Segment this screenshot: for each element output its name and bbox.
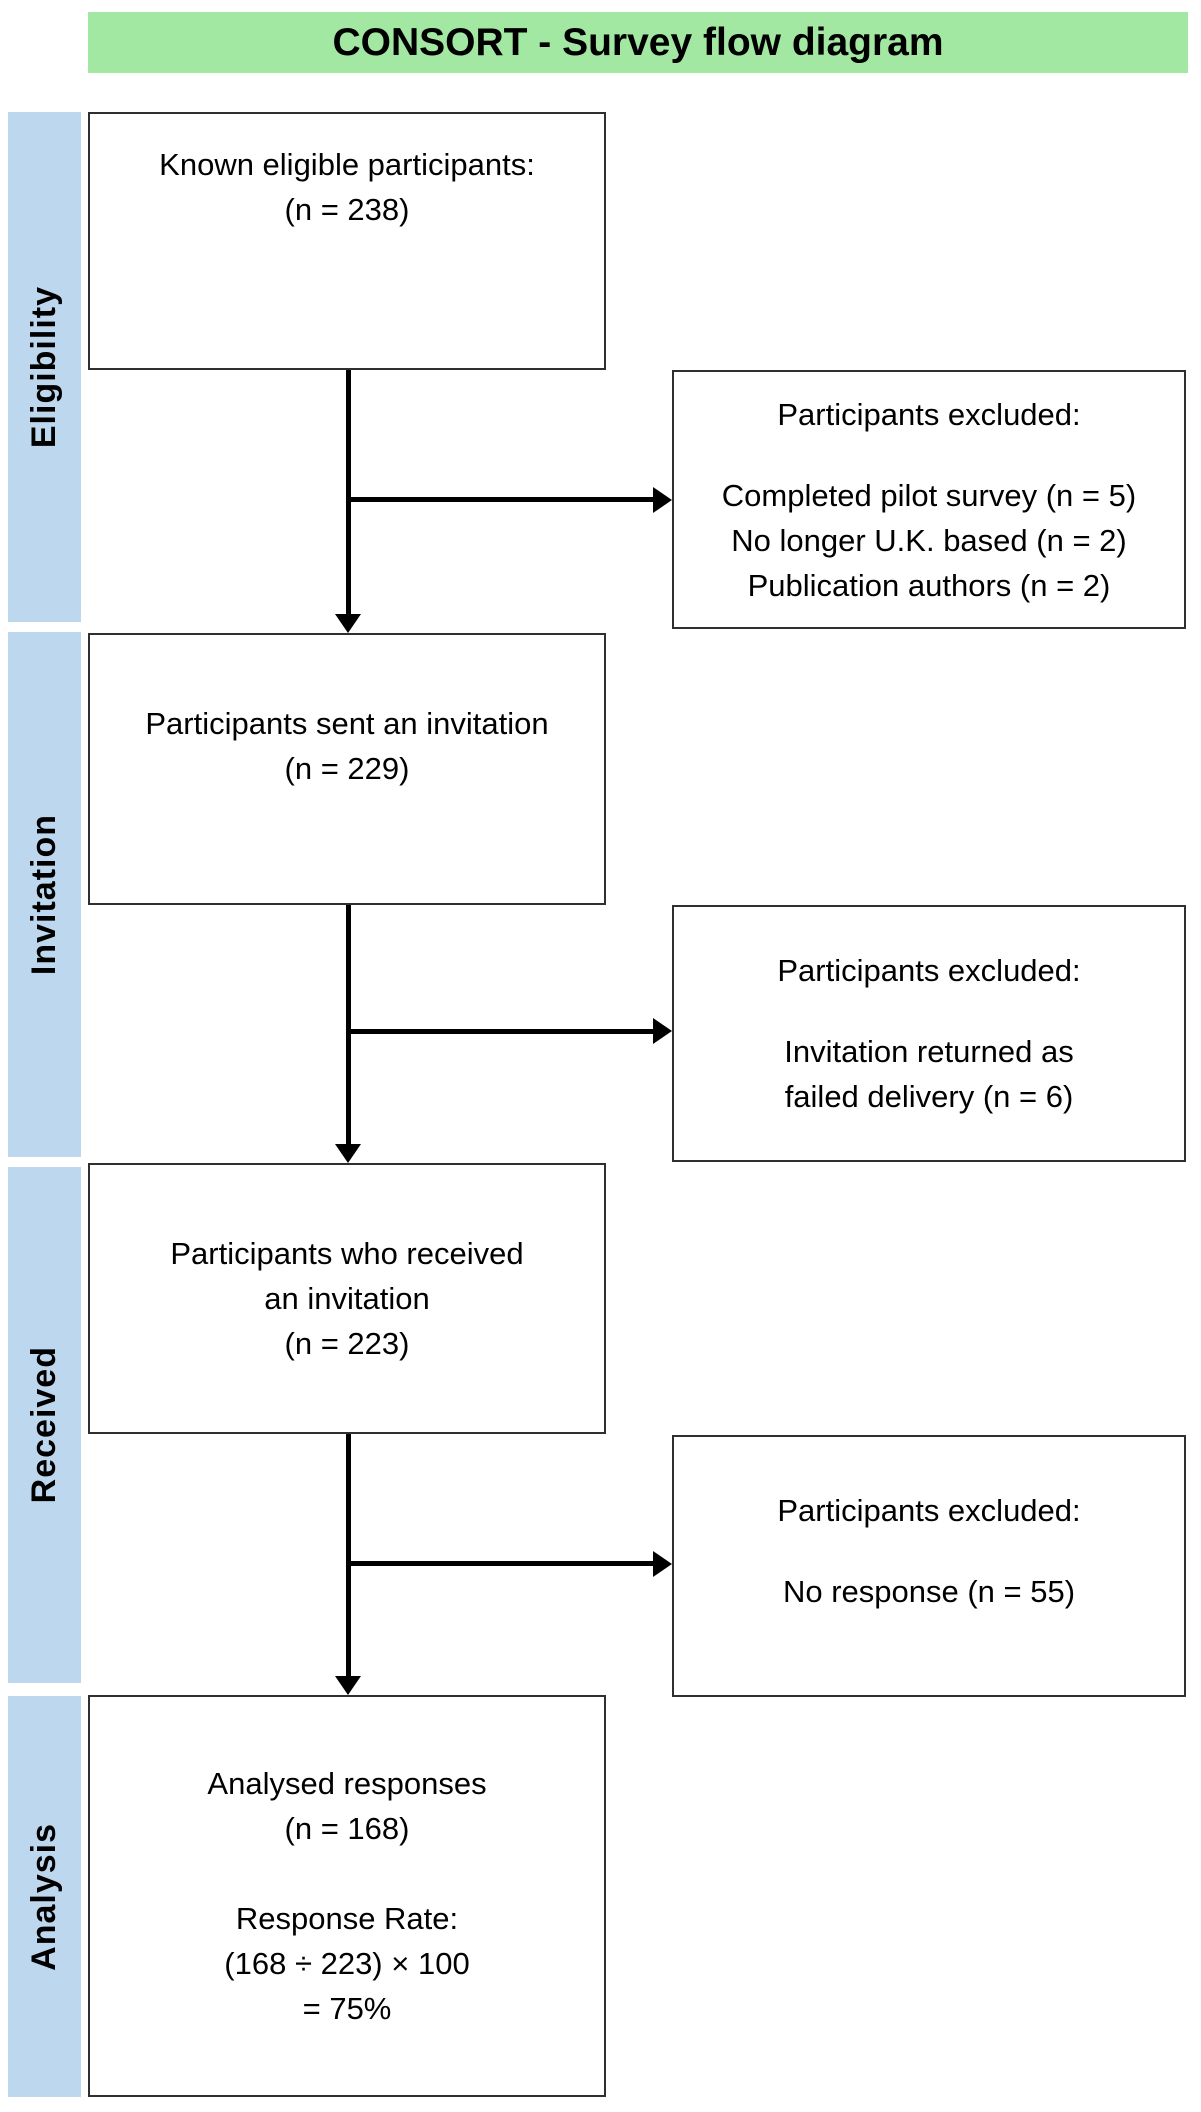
stage-label-invitation: Invitation	[25, 813, 63, 976]
stage-band-invitation: Invitation	[8, 632, 81, 1157]
flow-box-sent-invitation: Participants sent an invitation (n = 229…	[88, 633, 606, 905]
flow-box-line: Response Rate:	[235, 1901, 459, 1936]
flow-box-line: (n = 229)	[284, 751, 410, 786]
exclusion-line: Publication authors (n = 2)	[747, 567, 1111, 603]
exclusion-box-received: Participants excluded: No response (n = …	[672, 1435, 1186, 1697]
arrowhead-right-icon	[653, 487, 672, 513]
flow-box-line: Known eligible participants:	[159, 147, 535, 182]
stage-label-received: Received	[25, 1346, 63, 1504]
flow-arrow-down-1	[346, 370, 351, 617]
flow-box-line: (168 ÷ 223) × 100	[224, 1946, 470, 1981]
exclusion-arrow-1	[348, 497, 654, 502]
diagram-title: CONSORT - Survey flow diagram	[332, 20, 944, 64]
exclusion-box-invitation: Participants excluded: Invitation return…	[672, 905, 1186, 1162]
spacer	[674, 1533, 1184, 1569]
arrowhead-down-icon	[335, 614, 361, 633]
flow-box-received-invitation: Participants who received an invitation …	[88, 1163, 606, 1434]
exclusion-heading: Participants excluded:	[777, 953, 1081, 988]
exclusion-arrow-3	[348, 1561, 654, 1566]
diagram-title-banner: CONSORT - Survey flow diagram	[88, 12, 1188, 73]
exclusion-heading: Participants excluded:	[777, 1493, 1081, 1528]
flow-arrow-down-2	[346, 905, 351, 1147]
arrowhead-right-icon	[653, 1551, 672, 1577]
stage-label-eligibility: Eligibility	[25, 285, 63, 449]
spacer	[674, 437, 1184, 473]
stage-band-received: Received	[8, 1167, 81, 1683]
flow-box-line: an invitation	[264, 1281, 430, 1316]
flow-box-line: (n = 238)	[284, 192, 410, 227]
flow-box-line: (n = 223)	[284, 1326, 410, 1361]
flow-box-line: Participants sent an invitation	[145, 706, 549, 741]
exclusion-line: No response (n = 55)	[782, 1574, 1076, 1609]
flow-box-line: Participants who received	[170, 1236, 524, 1271]
flow-box-line: = 75%	[302, 1991, 392, 2026]
exclusion-line: failed delivery (n = 6)	[784, 1079, 1074, 1114]
stage-band-analysis: Analysis	[8, 1696, 81, 2097]
exclusion-arrow-2	[348, 1029, 654, 1034]
flow-box-known-eligible: Known eligible participants: (n = 238)	[88, 112, 606, 370]
stage-label-analysis: Analysis	[25, 1822, 63, 1971]
spacer	[674, 993, 1184, 1029]
exclusion-line: Invitation returned as	[784, 1034, 1074, 1069]
arrowhead-down-icon	[335, 1676, 361, 1695]
stage-band-eligibility: Eligibility	[8, 112, 81, 622]
exclusion-line: Completed pilot survey (n = 5)	[721, 477, 1137, 513]
exclusion-line: No longer U.K. based (n = 2)	[731, 522, 1127, 558]
arrowhead-right-icon	[653, 1018, 672, 1044]
flow-arrow-down-3	[346, 1434, 351, 1679]
spacer	[90, 1851, 604, 1896]
exclusion-box-eligibility: Participants excluded: Completed pilot s…	[672, 370, 1186, 629]
flow-box-analysed-responses: Analysed responses (n = 168) Response Ra…	[88, 1695, 606, 2097]
arrowhead-down-icon	[335, 1144, 361, 1163]
flow-box-line: Analysed responses	[207, 1766, 487, 1801]
exclusion-heading: Participants excluded:	[777, 396, 1081, 432]
flow-box-line: (n = 168)	[284, 1811, 410, 1846]
